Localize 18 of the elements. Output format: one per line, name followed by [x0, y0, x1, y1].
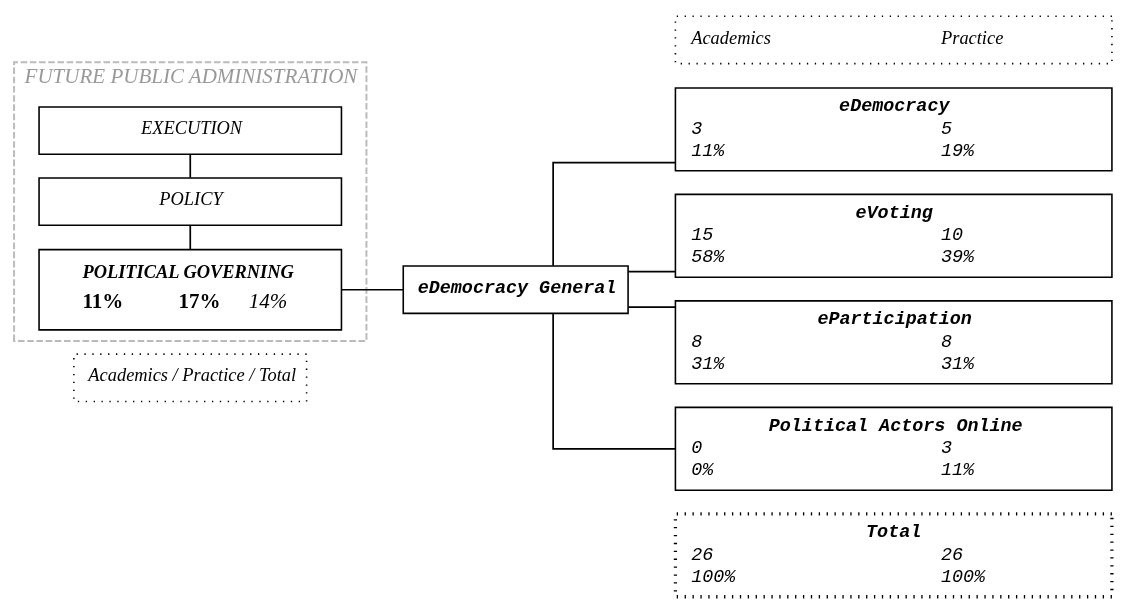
- node-box: POLITICAL GOVERNING 11% 17% 14%: [38, 248, 343, 331]
- node-box: eVoting 15 10 58% 39%: [674, 193, 1113, 279]
- node-box: Academics Practice: [674, 15, 1113, 65]
- node-box: EXECUTION: [38, 106, 343, 156]
- connector: [340, 288, 404, 291]
- node-box: POLICY: [38, 177, 343, 227]
- connector: [552, 161, 676, 267]
- connector: [627, 270, 676, 273]
- node-box: Political Actors Online 0 3 0% 11%: [674, 406, 1113, 492]
- connector: [189, 153, 192, 179]
- connector: [627, 306, 676, 308]
- connector: [189, 224, 192, 251]
- node-box: Total 26 26 100% 100%: [673, 512, 1114, 599]
- connector: [552, 312, 676, 450]
- node-box: Academics / Practice / Total: [73, 353, 308, 403]
- node-box: eDemocracy General: [402, 265, 629, 315]
- node-box: eParticipation 8 8 31% 31%: [674, 300, 1113, 385]
- node-box: eDemocracy 3 5 11% 19%: [674, 87, 1113, 172]
